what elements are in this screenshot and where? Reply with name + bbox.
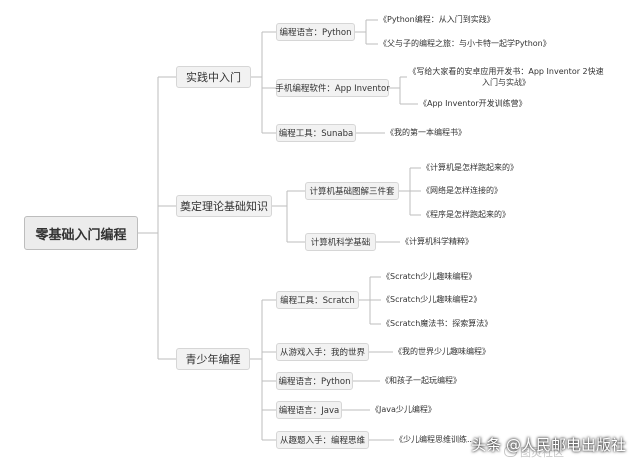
book-leaf: 《父与子的编程之旅：与小卡特一起学Python》 (379, 39, 551, 48)
book-leaf: 《Scratch魔法书：探索算法》 (382, 319, 493, 328)
book-leaf: 《网络是怎样连接的》 (422, 186, 502, 195)
topic-python-kids[interactable]: 编程语言：Python (276, 372, 353, 390)
community-watermark: 图灵社区 (520, 446, 564, 459)
community-logo-icon (504, 446, 517, 457)
book-leaf: 《计算机是怎样跑起来的》 (422, 163, 518, 172)
branch-practice[interactable]: 实践中入门 (176, 66, 251, 88)
topic-java[interactable]: 编程语言：Java (276, 401, 342, 419)
topic-sunaba[interactable]: 编程工具：Sunaba (276, 124, 356, 142)
topic-app-inventor[interactable]: 手机编程软件：App Inventor (275, 79, 390, 97)
book-leaf: 《少儿编程思维训练... (395, 435, 475, 444)
root-node[interactable]: 零基础入门编程 (24, 216, 138, 250)
book-leaf: 《Scratch少儿趣味编程》 (382, 272, 477, 281)
topic-scratch[interactable]: 编程工具：Scratch (276, 291, 359, 309)
book-leaf: 《Java少儿编程》 (371, 405, 436, 414)
book-leaf: 《我的世界少儿趣味编程》 (394, 347, 490, 356)
branch-youth[interactable]: 青少年编程 (176, 348, 250, 370)
topic-minecraft[interactable]: 从游戏入手：我的世界 (276, 343, 369, 361)
book-leaf: 《我的第一本编程书》 (386, 128, 466, 137)
topic-python[interactable]: 编程语言：Python (276, 23, 355, 41)
book-leaf: 《写给大家看的安卓应用开发书：App Inventor 2快速入门与实战》 (408, 67, 604, 87)
toutiao-watermark: 头条 @人民邮电出版社 (471, 436, 626, 454)
book-leaf: 《计算机科学精粹》 (401, 237, 473, 246)
book-leaf: 《程序是怎样跑起来的》 (422, 210, 510, 219)
topic-thinking[interactable]: 从趣题入手：编程思维 (276, 431, 369, 449)
topic-computer-science-basics[interactable]: 计算机科学基础 (305, 233, 376, 251)
branch-theory[interactable]: 奠定理论基础知识 (176, 195, 272, 217)
book-leaf: 《App Inventor开发训练营》 (419, 99, 527, 108)
book-leaf: 《Python编程：从入门到实践》 (379, 15, 495, 24)
book-leaf: 《和孩子一起玩编程》 (381, 376, 461, 385)
book-leaf: 《Scratch少儿趣味编程2》 (382, 295, 482, 304)
topic-computer-basics-trilogy[interactable]: 计算机基础图解三件套 (305, 182, 399, 200)
